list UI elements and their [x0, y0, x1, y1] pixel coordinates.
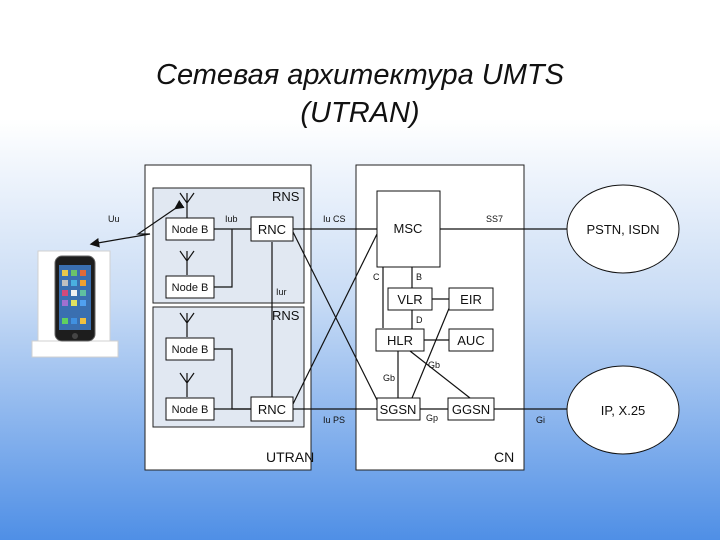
ss7-label: SS7: [486, 214, 503, 224]
ggsn-box: GGSN: [447, 397, 495, 421]
gb-label-left: Gb: [383, 373, 395, 383]
svg-text:Node B: Node B: [172, 404, 209, 416]
node-b-1: Node B: [165, 217, 215, 241]
c-label: C: [373, 272, 380, 282]
node-b-2: Node B: [165, 275, 215, 299]
gb-label-right: Gb: [428, 360, 440, 370]
antenna-icon: [179, 312, 195, 337]
auc-box: AUC: [448, 328, 494, 352]
svg-text:VLR: VLR: [397, 292, 422, 307]
antenna-icon: [179, 372, 195, 397]
mobile-phone-icon: [31, 250, 119, 358]
svg-text:RNC: RNC: [258, 402, 286, 417]
hlr-box: HLR: [375, 328, 425, 352]
rnc-top: RNC: [250, 216, 294, 242]
svg-text:PSTN, ISDN: PSTN, ISDN: [587, 222, 660, 237]
iub-label: Iub: [225, 214, 238, 224]
svg-text:Node B: Node B: [172, 282, 209, 294]
rns-label-top: RNS: [272, 189, 300, 204]
iur-label: Iur: [276, 287, 287, 297]
iu-ps-label: Iu PS: [323, 415, 345, 425]
slide-title-line-2: (UTRAN): [300, 97, 420, 129]
svg-text:Node B: Node B: [172, 344, 209, 356]
pstn-isdn-network: PSTN, ISDN: [566, 184, 680, 274]
cn-label: CN: [494, 449, 514, 465]
svg-text:AUC: AUC: [457, 333, 484, 348]
utran-label: UTRAN: [266, 449, 314, 465]
connection-lines: [214, 228, 568, 410]
svg-text:MSC: MSC: [394, 221, 423, 236]
iu-cs-label: Iu CS: [323, 214, 346, 224]
uu-label: Uu: [108, 214, 120, 224]
node-b-4: Node B: [165, 397, 215, 421]
gp-label: Gp: [426, 413, 438, 423]
svg-text:IP, X.25: IP, X.25: [601, 403, 646, 418]
node-b-3: Node B: [165, 337, 215, 361]
svg-text:GGSN: GGSN: [452, 402, 490, 417]
svg-text:RNC: RNC: [258, 222, 286, 237]
msc-box: MSC: [376, 190, 441, 268]
svg-text:HLR: HLR: [387, 333, 413, 348]
rnc-bottom: RNC: [250, 396, 294, 422]
uu-radio-link: [89, 199, 185, 248]
gi-label: Gi: [536, 415, 545, 425]
vlr-box: VLR: [387, 287, 433, 311]
svg-text:Node B: Node B: [172, 224, 209, 236]
ip-x25-network: IP, X.25: [566, 365, 680, 455]
antenna-icon: [179, 250, 195, 275]
svg-text:SGSN: SGSN: [380, 402, 417, 417]
rns-label-bottom: RNS: [272, 308, 300, 323]
antenna-icon: [179, 192, 195, 218]
sgsn-box: SGSN: [376, 397, 421, 421]
d-label: D: [416, 315, 423, 325]
eir-box: EIR: [448, 287, 494, 311]
b-label: B: [416, 272, 422, 282]
svg-text:EIR: EIR: [460, 292, 482, 307]
slide-title-line-1: Сетевая архитектура UMTS: [156, 59, 564, 91]
